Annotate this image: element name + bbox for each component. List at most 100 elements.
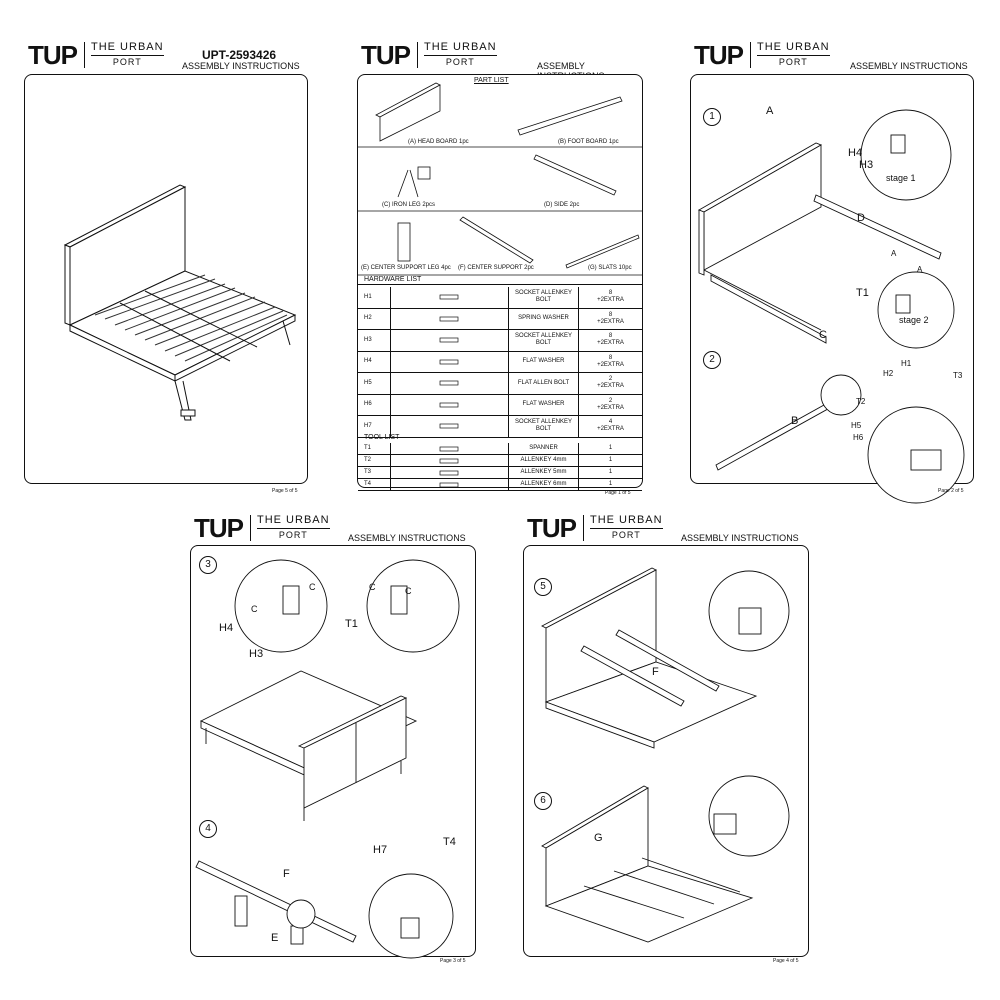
brand-name-line2: PORT (424, 55, 497, 68)
brand-logo: TUP (361, 40, 411, 70)
table-cell (390, 394, 508, 415)
label-a: A (766, 105, 774, 117)
table-cell: 8+2EXTRA (578, 351, 642, 372)
label-h3: H3 (249, 648, 264, 660)
step-4-badge: 4 (199, 820, 217, 838)
page-frame: PART LIST (357, 74, 643, 491)
brand-name-line2: PORT (590, 528, 663, 541)
label-c-2: C (251, 604, 258, 614)
tool-qty: 1 (608, 457, 613, 463)
table-cell (390, 479, 508, 490)
tool-name: SPANNER (529, 445, 558, 451)
hardware-name: FLAT ALLEN BOLT (517, 379, 570, 386)
step-5-6-illustration (541, 567, 790, 943)
label-a-2: A (917, 265, 923, 274)
step-5-badge: 5 (534, 578, 552, 596)
hardware-icon (439, 446, 458, 451)
table-cell: FLAT WASHER (508, 394, 578, 415)
label-h6: H6 (853, 433, 864, 442)
table-cell: H7 (358, 416, 390, 437)
table-cell (390, 287, 508, 308)
page-frame (24, 74, 308, 484)
table-cell: SOCKET ALLENKEY BOLT (508, 287, 578, 308)
tool-qty: 1 (608, 469, 613, 475)
doc-id: UPT-2593426 (202, 48, 277, 62)
hardware-code: H5 (364, 379, 372, 386)
table-cell: H1 (358, 287, 390, 308)
tool-qty: 1 (608, 445, 613, 451)
table-cell: 1 (578, 455, 642, 466)
brand-logo: TUP (527, 513, 577, 543)
hardware-qty: 8 (608, 311, 613, 318)
table-cell: FLAT ALLEN BOLT (508, 373, 578, 394)
table-cell (390, 443, 508, 454)
table-cell: H6 (358, 395, 390, 416)
brand-name: THE URBAN PORT (417, 42, 497, 68)
label-a-1: A (891, 249, 897, 258)
hardware-icon (439, 458, 458, 463)
table-cell: H5 (358, 373, 390, 394)
hardware-name: FLAT WASHER (522, 358, 565, 365)
table-cell: ALLENKEY 4mm (508, 455, 578, 466)
table-cell: ALLENKEY 5mm (508, 467, 578, 478)
table-cell (390, 373, 508, 394)
page-frame: 1 2 A (690, 74, 974, 504)
label-d: D (857, 212, 865, 224)
brand-logo: TUP (194, 513, 244, 543)
hardware-icon (439, 380, 458, 386)
assembly-title: ASSEMBLY INSTRUCTIONS (182, 61, 300, 71)
table-cell: 2+2EXTRA (578, 373, 642, 394)
tool-name: ALLENKEY 4mm (520, 457, 567, 463)
page-number: Page 1 of 5 (605, 490, 631, 496)
part-a-label: (A) HEAD BOARD 1pc (408, 139, 469, 145)
brand-name-line1: THE URBAN (590, 514, 663, 526)
hardware-code: H3 (364, 336, 372, 343)
part-d-label: (D) SIDE 2pc (544, 202, 580, 208)
label-c-1: C (309, 582, 316, 592)
assembled-bed-illustration (63, 184, 297, 421)
hardware-qty: +2EXTRA (597, 318, 624, 325)
brand-logo: TUP (694, 40, 744, 70)
table-cell: T3 (358, 467, 390, 478)
table-cell (390, 308, 508, 329)
label-c: C (819, 329, 827, 341)
label-c-3: C (369, 582, 376, 592)
table-cell: 8+2EXTRA (578, 287, 642, 308)
brand-name-line1: THE URBAN (257, 514, 330, 526)
label-b: B (791, 415, 799, 427)
step-1-badge: 1 (703, 108, 721, 126)
hardware-qty: 8 (608, 333, 613, 340)
table-cell: 1 (578, 479, 642, 490)
brand-name-line1: THE URBAN (424, 41, 497, 53)
label-h5: H5 (851, 421, 862, 430)
label-stage-1: stage 1 (886, 173, 916, 183)
part-b-label: (B) FOOT BOARD 1pc (558, 139, 619, 145)
tool-code: T4 (364, 481, 372, 487)
label-t2: T2 (856, 397, 866, 406)
table-cell (390, 455, 508, 466)
hardware-code: H2 (364, 315, 372, 322)
hardware-code: H1 (364, 293, 372, 300)
part-f-label: (F) CENTER SUPPORT 2pc (458, 265, 534, 271)
table-cell: 1 (578, 443, 642, 454)
table-cell: 8+2EXTRA (578, 308, 642, 329)
brand-name: THE URBAN PORT (583, 515, 663, 541)
brand-name-line1: THE URBAN (757, 41, 830, 53)
label-t3: T3 (953, 371, 963, 380)
table-cell: T1 (358, 443, 390, 454)
tool-code: T2 (364, 457, 372, 463)
hardware-name: SOCKET ALLENKEY BOLT (515, 290, 572, 304)
label-c-4: C (405, 586, 412, 596)
hardware-icon (439, 294, 458, 300)
label-h4: H4 (848, 147, 863, 159)
label-f: F (283, 868, 290, 880)
assembly-title: ASSEMBLY INSTRUCTIONS (850, 61, 968, 71)
parts-illustrations (358, 82, 642, 276)
hardware-qty: +2EXTRA (597, 404, 624, 411)
